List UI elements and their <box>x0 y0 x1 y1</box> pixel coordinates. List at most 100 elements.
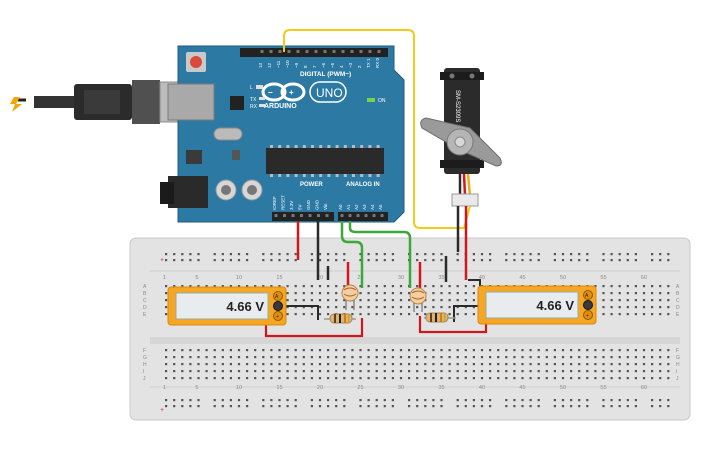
row-letter: I <box>676 369 677 375</box>
row-letter: J <box>143 376 146 382</box>
pin-label: IOREF <box>272 196 277 210</box>
multimeter-1[interactable]: A + <box>167 286 287 326</box>
column-number: 40 <box>479 275 485 281</box>
svg-text:+: + <box>160 257 164 264</box>
svg-text:+: + <box>289 88 294 97</box>
pin-label: ~11 <box>276 60 281 68</box>
svg-text:+: + <box>276 314 279 320</box>
servo-connector[interactable] <box>451 193 479 207</box>
arduino-logo: − + ARDUINO UNO <box>261 81 347 110</box>
arduino-uno-board[interactable]: DIGITAL (PWM~) − + ARDUINO UNO L TX RX O… <box>160 45 405 223</box>
pin-label: A4 <box>370 204 375 210</box>
column-number: 5 <box>195 385 198 391</box>
pin-label: 12 <box>267 62 272 68</box>
row-letter: D <box>676 305 680 311</box>
pin-label: 4 <box>339 65 344 68</box>
multimeter-2[interactable]: A + <box>477 285 597 325</box>
row-letter: F <box>676 348 679 354</box>
pin-label: A3 <box>362 204 367 210</box>
row-letter: A <box>143 284 147 290</box>
column-number: 30 <box>398 385 404 391</box>
photoresistor-2[interactable] <box>409 287 427 312</box>
pin-label: A1 <box>346 204 351 210</box>
resistor-2[interactable] <box>424 312 456 323</box>
pin-label: A0 <box>338 204 343 210</box>
row-letter: E <box>676 312 680 318</box>
svg-text:ANALOG IN: ANALOG IN <box>346 182 380 188</box>
svg-text:TX: TX <box>250 97 257 103</box>
svg-text:+: + <box>586 313 589 319</box>
column-number: 55 <box>600 275 606 281</box>
column-number: 30 <box>398 275 404 281</box>
row-letter: G <box>143 355 147 361</box>
svg-text:−: − <box>268 88 273 97</box>
svg-text:ARDUINO: ARDUINO <box>264 103 297 110</box>
row-letter: C <box>676 298 680 304</box>
row-letter: H <box>676 362 680 368</box>
row-letter: C <box>143 298 147 304</box>
column-number: 15 <box>276 385 282 391</box>
column-number: 60 <box>641 275 647 281</box>
column-number: 50 <box>560 385 566 391</box>
pin-label: RESET <box>281 195 286 210</box>
column-number: 1 <box>163 275 166 281</box>
column-number: 50 <box>560 275 566 281</box>
column-number: 25 <box>357 275 363 281</box>
svg-text:UNO: UNO <box>316 86 343 100</box>
digital-header-label: DIGITAL (PWM~) <box>300 71 351 78</box>
svg-text:L: L <box>250 85 253 91</box>
pin-label: 13 <box>258 62 263 68</box>
column-number: 45 <box>519 275 525 281</box>
wire-green-a1[interactable] <box>348 221 412 288</box>
pin-label: ~9 <box>294 62 299 68</box>
column-number: 20 <box>317 385 323 391</box>
column-number: 10 <box>236 275 242 281</box>
column-number: 10 <box>236 385 242 391</box>
row-letter: D <box>143 305 147 311</box>
row-letter: B <box>143 291 147 297</box>
pin-label: 3.3V <box>289 201 294 210</box>
pin-label: 2 <box>357 65 362 68</box>
pin-label: RX 0 <box>375 57 380 68</box>
column-number: 35 <box>438 275 444 281</box>
pin-label: Vin <box>323 203 328 210</box>
pin-label: 8 <box>303 65 308 68</box>
column-number: 45 <box>519 385 525 391</box>
column-number: 15 <box>276 275 282 281</box>
pin-label: GND <box>315 199 320 210</box>
row-letter: A <box>676 284 680 290</box>
pin-label: ~3 <box>348 62 353 68</box>
svg-text:POWER: POWER <box>300 182 323 188</box>
pin-label: 7 <box>312 65 317 68</box>
wire-green-a0[interactable] <box>340 221 364 288</box>
column-number: 60 <box>641 385 647 391</box>
pin-label: GND <box>306 199 311 210</box>
pin-label: A5 <box>378 204 383 210</box>
svg-text:RX: RX <box>250 104 258 110</box>
wire-yellow[interactable] <box>283 29 471 229</box>
resistor-1[interactable] <box>324 313 356 324</box>
row-letter: F <box>143 348 146 354</box>
svg-text:A: A <box>585 293 589 299</box>
pin-label: A2 <box>354 204 359 210</box>
column-number: 55 <box>600 385 606 391</box>
row-letter: B <box>676 291 680 297</box>
row-letter: I <box>143 369 144 375</box>
atmega-chip <box>266 148 384 174</box>
wires[interactable] <box>264 29 488 338</box>
svg-text:A: A <box>275 294 279 300</box>
pin-label: ~6 <box>321 62 326 68</box>
svg-text:+: + <box>160 407 164 414</box>
pin-label: ~5 <box>330 62 335 68</box>
servo-model-label: SM-S2309S <box>454 90 460 122</box>
row-letter: E <box>143 312 147 318</box>
lightning-icon <box>10 97 22 112</box>
servo-motor[interactable]: SM-S2309S <box>420 68 502 207</box>
analog-header[interactable] <box>338 212 388 221</box>
multimeter-1-reading: 4.66 V <box>226 299 264 314</box>
photoresistor-1[interactable] <box>341 284 359 310</box>
digital-header[interactable] <box>240 48 388 57</box>
